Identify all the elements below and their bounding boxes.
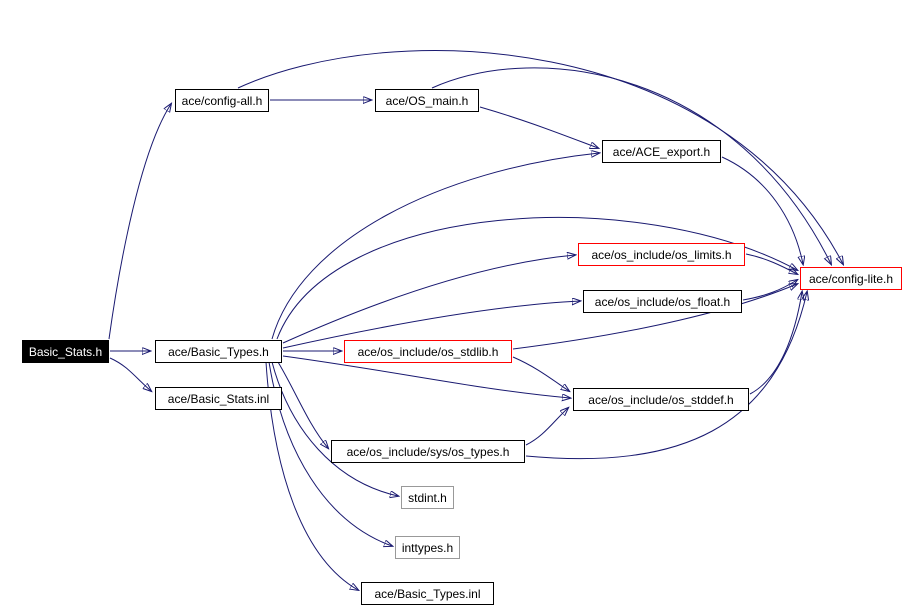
- edge-sys-os-types-h-os-stddef-h: [525, 408, 568, 446]
- node-os-limits-h[interactable]: ace/os_include/os_limits.h: [578, 243, 745, 266]
- edge-config-all-h-config-lite-h: [237, 50, 843, 264]
- edge-basic-stats-h-basic-stats-inl: [109, 357, 151, 391]
- node-sys-os-types-h[interactable]: ace/os_include/sys/os_types.h: [331, 440, 525, 463]
- edge-basic-types-h-config-lite-h: [276, 217, 797, 340]
- edge-sys-os-types-h-config-lite-h: [525, 292, 807, 460]
- node-inttypes-h: inttypes.h: [395, 536, 460, 559]
- edge-ace-export-h-config-lite-h: [721, 156, 803, 264]
- node-basic-stats-inl[interactable]: ace/Basic_Stats.inl: [155, 387, 282, 410]
- edge-os-main-h-config-lite-h: [431, 67, 831, 264]
- edge-os-stdlib-h-os-stddef-h: [512, 356, 569, 391]
- edge-basic-types-h-ace-export-h: [271, 153, 599, 340]
- edge-os-float-h-config-lite-h: [742, 280, 797, 301]
- node-os-stdlib-h[interactable]: ace/os_include/os_stdlib.h: [344, 340, 512, 363]
- edge-basic-types-h-os-stddef-h: [282, 355, 570, 398]
- node-ace-export-h[interactable]: ace/ACE_export.h: [602, 140, 721, 163]
- edge-basic-types-h-stdint-h: [271, 361, 398, 496]
- node-basic-types-inl[interactable]: ace/Basic_Types.inl: [361, 582, 494, 605]
- node-os-stddef-h[interactable]: ace/os_include/os_stddef.h: [573, 388, 749, 411]
- edge-os-stdlib-h-config-lite-h: [512, 284, 797, 350]
- node-basic-stats-h: Basic_Stats.h: [22, 340, 109, 363]
- node-basic-types-h[interactable]: ace/Basic_Types.h: [155, 340, 282, 363]
- node-config-lite-h[interactable]: ace/config-lite.h: [800, 267, 902, 290]
- node-stdint-h: stdint.h: [401, 486, 454, 509]
- edge-os-limits-h-config-lite-h: [745, 253, 797, 274]
- node-config-all-h[interactable]: ace/config-all.h: [175, 89, 269, 112]
- edge-basic-types-h-sys-os-types-h: [277, 361, 328, 448]
- edge-os-main-h-ace-export-h: [479, 106, 598, 148]
- edge-basic-types-h-os-float-h: [282, 301, 580, 349]
- edge-basic-stats-h-config-all-h: [108, 104, 171, 340]
- node-os-float-h[interactable]: ace/os_include/os_float.h: [583, 290, 742, 313]
- edge-basic-types-h-os-limits-h: [282, 255, 575, 344]
- node-os-main-h[interactable]: ace/OS_main.h: [375, 89, 479, 112]
- edge-os-stddef-h-config-lite-h: [749, 292, 802, 395]
